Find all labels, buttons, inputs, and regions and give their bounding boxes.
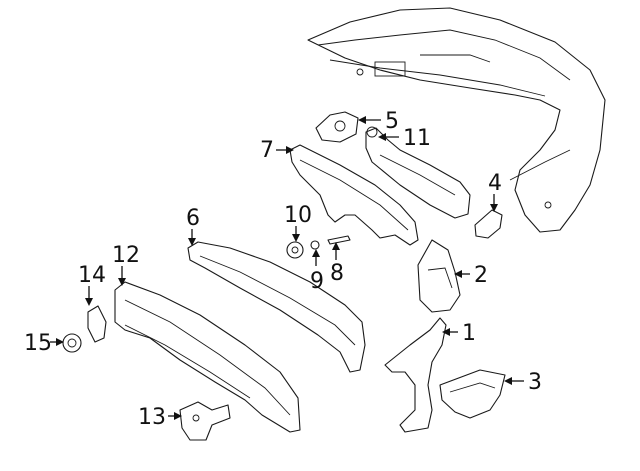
callout-label-2: 2 xyxy=(474,263,488,288)
bumper-cover[interactable] xyxy=(307,7,606,233)
callout-label-6: 6 xyxy=(186,206,200,231)
part-6-reinforcement[interactable] xyxy=(187,241,366,373)
part-5-bracket[interactable] xyxy=(315,111,359,143)
callout-label-9: 9 xyxy=(310,269,324,294)
callout-label-14: 14 xyxy=(78,263,106,288)
part-3-bracket[interactable] xyxy=(439,369,506,419)
callout-label-5: 5 xyxy=(385,109,399,134)
part-11-bracket[interactable] xyxy=(365,126,471,219)
part-12-impact-bar[interactable] xyxy=(114,281,301,433)
callout-label-11: 11 xyxy=(403,126,431,151)
part-14-cap[interactable] xyxy=(87,305,107,343)
part-1-support[interactable] xyxy=(384,317,447,433)
callout-label-1: 1 xyxy=(462,321,476,346)
callout-label-8: 8 xyxy=(330,261,344,286)
callout-label-13: 13 xyxy=(138,405,166,430)
callout-label-3: 3 xyxy=(528,370,542,395)
part-7-absorber[interactable] xyxy=(289,144,419,246)
callout-label-15: 15 xyxy=(24,331,52,356)
callout-label-4: 4 xyxy=(488,171,502,196)
part-8-bolt[interactable] xyxy=(327,235,351,245)
part-15-nut[interactable] xyxy=(62,333,82,353)
callout-label-10: 10 xyxy=(284,203,312,228)
callout-label-7: 7 xyxy=(260,138,274,163)
part-2-bracket[interactable] xyxy=(417,239,461,313)
part-4-clip[interactable] xyxy=(474,209,503,239)
part-10-nut[interactable] xyxy=(286,241,304,259)
part-9-washer[interactable] xyxy=(310,240,320,250)
callout-label-12: 12 xyxy=(112,243,140,268)
callout-arrows xyxy=(50,116,524,420)
part-13-bracket[interactable] xyxy=(179,401,231,441)
